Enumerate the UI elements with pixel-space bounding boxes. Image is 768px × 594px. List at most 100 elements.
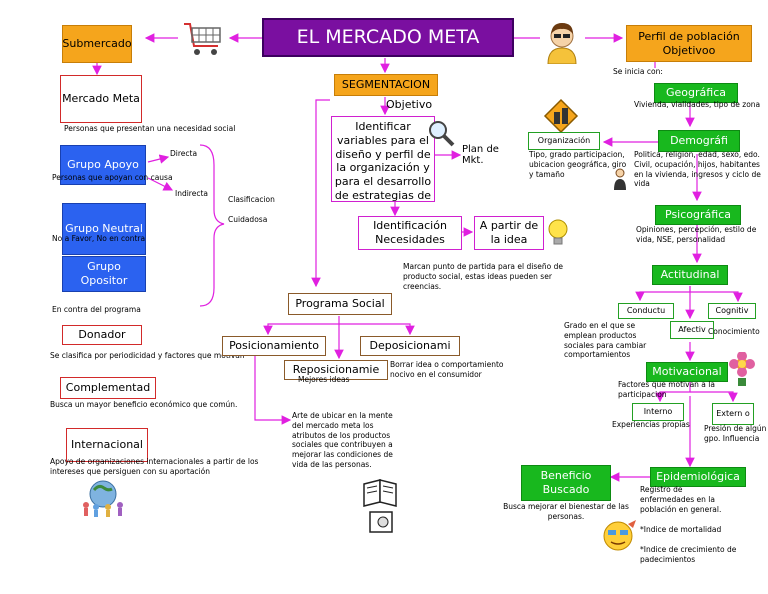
afectiv-label: Afectiv <box>678 325 706 334</box>
complementad-desc: Busca un mayor beneficio económico que c… <box>50 400 238 409</box>
experiencias-label: Experiencias propias <box>612 420 690 429</box>
clasificacion-label: Clasificacion <box>228 195 275 204</box>
magnifier-icon <box>429 121 455 147</box>
organizacion-label: Organización <box>537 136 591 145</box>
donador-box: Donador <box>62 325 142 345</box>
grupo-neutral-box: Grupo Neutral <box>62 203 146 255</box>
posicionamiento-label: Posicionamiento <box>229 339 319 353</box>
grupo-opositor-box: Grupo Opositor <box>62 256 146 292</box>
conductu-label: Conductu <box>626 306 666 315</box>
main-title-text: EL MERCADO META <box>296 25 480 48</box>
indirecta-label: Indirecta <box>175 189 209 198</box>
psicografica-label: Psicográfica <box>665 208 731 222</box>
se-inicia-label: Se inicia con: <box>613 67 663 76</box>
mercado-desc: Personas que presentan una necesidad soc… <box>64 124 236 133</box>
donador-desc: Se clasifica por periodicidad y factores… <box>50 351 245 360</box>
motivacional-box: Motivacional <box>646 362 728 382</box>
actitudinal-label: Actitudinal <box>660 268 720 282</box>
identificar-box: Identificar variables para el diseño y p… <box>331 116 435 202</box>
donador-label: Donador <box>78 328 126 342</box>
plan-mkt-label: Plan de Mkt. <box>462 144 499 166</box>
afectiv-box: Afectiv <box>670 321 714 339</box>
cognitiv-label: Cognitiv <box>715 306 749 315</box>
identificar-label: Identificar variables para el diseño y p… <box>334 120 432 202</box>
demografi-box: Demográfi <box>658 130 740 152</box>
geografica-desc: Vivienda, vialidades, tipo de zona <box>634 100 761 109</box>
shopping-cart-icon <box>184 23 221 55</box>
actitudinal-box: Actitudinal <box>652 265 728 285</box>
submercado-box: Submercado <box>62 25 132 63</box>
registro-desc: Registro de enfermedades en la población… <box>640 485 722 514</box>
small-person-icon <box>614 168 626 190</box>
beneficio-desc: Busca mejorar el bienestar de las person… <box>503 502 629 521</box>
deposicionami-box: Deposicionami <box>360 336 460 356</box>
borrar-desc: Borrar idea o comportamiento nocivo en e… <box>390 360 504 379</box>
grupo-opositor-label: Grupo Opositor <box>80 260 128 287</box>
grupo-apoyo-box: Grupo Apoyo <box>60 145 146 185</box>
face-icon <box>603 520 636 551</box>
beneficio-box: Beneficio Buscado <box>521 465 611 501</box>
directa-label: Directa <box>170 149 198 158</box>
opositor-desc: En contra del programa <box>52 305 141 314</box>
flower-icon <box>729 352 755 386</box>
grupo-apoyo-desc: Personas que apoyan con causa <box>52 173 173 182</box>
reposicionamie-box: Reposicionamie <box>284 360 388 380</box>
a-partir-label: A partir de la idea <box>479 219 539 246</box>
internacional-box: Internacional <box>66 428 148 462</box>
programa-social-label: Programa Social <box>295 297 385 311</box>
grupo-neutral-label: Grupo Neutral <box>65 222 143 236</box>
identificacion-label: Identificación Necesidades <box>373 219 447 246</box>
grupo-apoyo-label: Grupo Apoyo <box>67 158 139 172</box>
motivacional-label: Motivacional <box>652 365 722 379</box>
internacional-desc: Apoyo de organizaciones internacionales … <box>50 457 259 476</box>
globe-people-icon <box>83 480 123 517</box>
book-icon <box>363 479 397 533</box>
perfil-label: Perfil de población Objetivoo <box>638 29 740 57</box>
mercado-meta-label: Mercado Meta <box>62 92 140 106</box>
submercado-label: Submercado <box>62 37 132 51</box>
demografi-label: Demográfi <box>670 134 728 148</box>
mercado-meta-box: Mercado Meta <box>60 75 142 123</box>
conocimiento-label: Conocimiento <box>708 327 760 336</box>
arte-desc: Arte de ubicar en la mente del mercado m… <box>292 411 393 469</box>
person-icon <box>547 23 577 64</box>
demografi-desc: Politica, religion, edad, sexo, edo. Civ… <box>634 150 761 189</box>
grado-desc: Grado en el que se emplean productos soc… <box>564 321 647 360</box>
segmentacion-label: SEGMENTACION <box>341 78 431 92</box>
main-title: EL MERCADO META <box>262 18 514 57</box>
beneficio-label: Beneficio Buscado <box>540 469 592 496</box>
epidemiologica-box: Epidemiológica <box>650 467 746 487</box>
marcan-desc: Marcan punto de partida para el diseño d… <box>403 262 563 291</box>
a-partir-box: A partir de la idea <box>474 216 544 250</box>
presion-label: Presión de algún gpo. Influencia <box>704 424 767 443</box>
mejores-ideas-label: Mejores ideas <box>298 375 350 384</box>
psicografica-desc: Opiniones, percepción, estilo de vida, N… <box>636 225 757 244</box>
factores-desc: Factores que motivan a la participacion <box>618 380 715 399</box>
complementad-label: Complementad <box>65 381 151 395</box>
internacional-label: Internacional <box>71 438 143 452</box>
geografica-label: Geográfica <box>666 86 726 100</box>
indice-mortalidad-label: *Indice de mortalidad <box>640 525 722 534</box>
complementad-box: Complementad <box>60 377 156 399</box>
externo-box: Extern o <box>712 403 754 425</box>
organizacion-desc: Tipo, grado participacion, ubicacion geo… <box>529 150 627 179</box>
interno-label: Interno <box>643 407 673 416</box>
externo-label: Extern o <box>716 409 750 418</box>
cognitiv-box: Cognitiv <box>708 303 756 319</box>
programa-social-box: Programa Social <box>288 293 392 315</box>
objetivo-label: Objetivo <box>386 98 433 111</box>
reposicionamie-label: Reposicionamie <box>292 363 380 377</box>
deposicionami-label: Deposicionami <box>369 339 451 353</box>
organizacion-box: Organización <box>528 132 600 150</box>
epidemiologica-label: Epidemiológica <box>656 470 740 484</box>
perfil-box: Perfil de población Objetivoo <box>626 25 752 62</box>
psicografica-box: Psicográfica <box>655 205 741 225</box>
indice-crecimiento-label: *Indice de crecimiento de padecimientos <box>640 545 737 564</box>
conductu-box: Conductu <box>618 303 674 319</box>
cuidadosa-label: Cuidadosa <box>228 215 268 224</box>
identificacion-box: Identificación Necesidades <box>358 216 462 250</box>
grupo-neutral-desc: No a Favor, No en contra <box>52 234 146 243</box>
posicionamiento-box: Posicionamiento <box>222 336 326 356</box>
geografica-box: Geográfica <box>654 83 738 103</box>
